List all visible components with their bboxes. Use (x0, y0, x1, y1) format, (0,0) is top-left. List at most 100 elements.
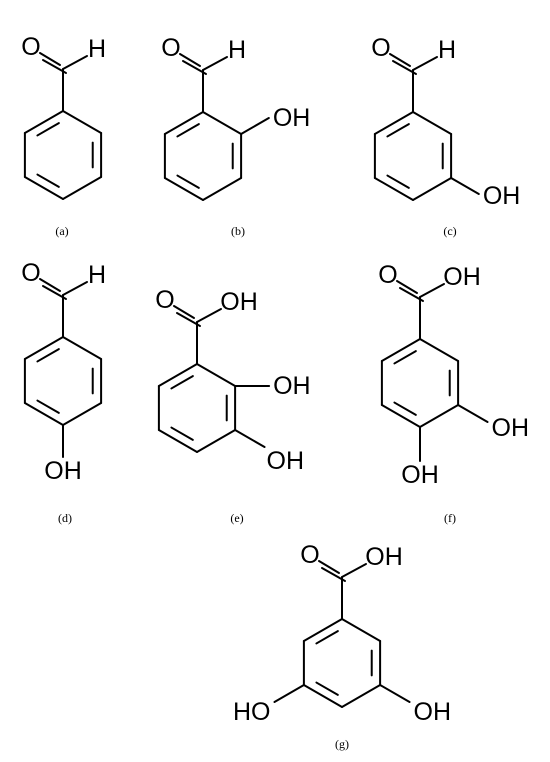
bond (457, 404, 489, 423)
ring-bond (380, 338, 421, 362)
hydrogen-label: H (88, 35, 106, 63)
oxygen-label: O (21, 259, 40, 287)
molecule-a: O H (a) (21, 33, 106, 238)
ring-bond (380, 404, 421, 428)
bond (240, 117, 270, 135)
ring-bond (373, 177, 414, 201)
ring-double-bond (393, 401, 417, 416)
carbonyl-double-bond (321, 567, 346, 582)
ring-double-bond (386, 123, 410, 138)
hydroxyl-label: OH (483, 182, 521, 210)
bond (419, 283, 445, 298)
ring-double-bond (36, 173, 60, 188)
ring-bond (341, 618, 382, 642)
ring-bond (373, 111, 414, 135)
ring-double-bond (315, 630, 339, 645)
ring-bond (157, 363, 198, 387)
caption: (d) (58, 511, 72, 525)
hydroxyl-label: OH (273, 372, 311, 400)
carbonyl-double-bond (392, 60, 417, 75)
ring-bond (302, 618, 343, 642)
oxygen-label: O (371, 34, 390, 62)
bond (202, 56, 228, 71)
ring-bond (412, 177, 453, 201)
ring-double-bond (170, 426, 194, 441)
bond (62, 281, 88, 296)
bond (196, 308, 222, 323)
ring-bond (196, 363, 237, 387)
hydroxyl-label: OH (267, 447, 305, 475)
ring-double-bond (386, 174, 410, 189)
carbonyl-double-bond (42, 59, 67, 74)
carbonyl-double-bond (42, 285, 67, 300)
caption: (c) (443, 224, 456, 238)
hydroxyl-label: OH (44, 457, 82, 485)
ring-bond (23, 402, 64, 426)
ring-bond (202, 111, 243, 135)
carbonyl-double-bond (399, 287, 424, 302)
ring-bond (196, 429, 237, 453)
carbonyl-double-bond (176, 312, 201, 327)
ring-bond (23, 176, 64, 200)
hydrogen-label: H (438, 36, 456, 64)
ring-bond (62, 402, 103, 426)
caption: (b) (231, 224, 245, 238)
carbonyl-double-bond (318, 560, 340, 574)
bond (234, 429, 266, 448)
hydroxyl-label: OH (492, 414, 529, 442)
carbonyl-double-bond (39, 52, 61, 66)
ring-bond (62, 110, 103, 134)
oxygen-label: O (21, 33, 40, 61)
ring-bond (302, 684, 343, 708)
carbonyl-double-bond (396, 280, 418, 294)
hydroxyl-label: OH (273, 104, 311, 132)
oxygen-label: O (155, 286, 174, 314)
ring-bond (163, 111, 204, 135)
ring-bond (202, 177, 243, 201)
caption: (f) (444, 511, 456, 525)
hydroxyl-label: OH (401, 461, 439, 489)
oxygen-label: O (300, 541, 319, 569)
bond (450, 177, 480, 195)
molecule-e: O OH OH OH (e) (155, 286, 310, 525)
ring-bond (419, 404, 460, 428)
ring-double-bond (36, 122, 60, 137)
ring-double-bond (170, 375, 194, 390)
ring-double-bond (36, 399, 60, 414)
ring-double-bond (36, 348, 60, 363)
oxygen-label: O (378, 261, 397, 289)
ring-bond (341, 684, 382, 708)
ring-bond (412, 111, 453, 135)
ring-double-bond (393, 350, 417, 365)
caption: (e) (230, 511, 243, 525)
ring-bond (62, 336, 103, 360)
hydroxyl-label: OH (220, 288, 258, 316)
ring-bond (419, 338, 460, 362)
carbonyl-double-bond (389, 53, 411, 67)
hydroxyl-label: HO (233, 698, 271, 726)
ring-bond (157, 429, 198, 453)
molecule-f: O OH OH OH (f) (378, 261, 529, 525)
hydroxyl-label: OH (443, 263, 481, 291)
caption: (g) (335, 737, 349, 751)
caption: (a) (55, 224, 68, 238)
oxygen-label: O (161, 34, 180, 62)
bond (341, 563, 367, 578)
bond (379, 684, 411, 703)
bond (412, 56, 438, 71)
ring-double-bond (176, 123, 200, 138)
carbonyl-double-bond (39, 278, 61, 292)
bond (273, 684, 305, 703)
carbonyl-double-bond (182, 60, 207, 75)
ring-bond (23, 110, 64, 134)
ring-bond (23, 336, 64, 360)
ring-bond (163, 177, 204, 201)
hydrogen-label: H (228, 36, 246, 64)
ring-double-bond (315, 681, 339, 696)
hydroxyl-label: OH (414, 698, 452, 726)
hydrogen-label: H (88, 261, 106, 289)
